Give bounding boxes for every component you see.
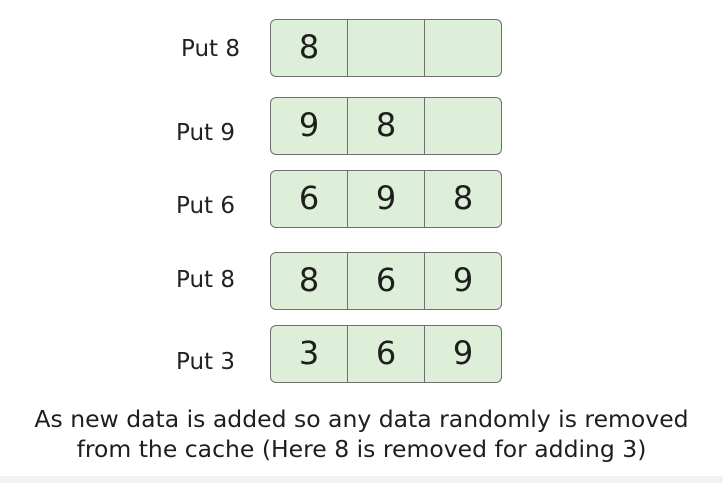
cache-slot: 9 — [347, 171, 424, 227]
caption-line: As new data is added so any data randoml… — [34, 405, 689, 433]
cache-slot: 3 — [298, 334, 320, 372]
row-label: Put 3 — [175, 349, 235, 375]
row-label: Put 6 — [175, 193, 235, 219]
cache-row: 3 6 9 — [270, 325, 502, 383]
cache-slot: 8 — [347, 98, 424, 154]
cache-slot: 9 — [424, 253, 501, 309]
cache-slot: 8 — [298, 261, 320, 299]
cache-slot: 6 — [347, 326, 424, 382]
cache-row: 6 9 8 — [270, 170, 502, 228]
row-label: Put 8 — [175, 267, 235, 293]
cache-row: 8 6 9 — [270, 252, 502, 310]
cache-slot — [347, 20, 424, 76]
cache-slot — [424, 98, 501, 154]
caption-line: from the cache (Here 8 is removed for ad… — [76, 435, 647, 463]
cache-slot: 9 — [424, 326, 501, 382]
bottom-divider — [0, 476, 723, 483]
cache-slot: 8 — [424, 171, 501, 227]
cache-slot: 6 — [298, 179, 320, 217]
caption: As new data is added so any data randoml… — [0, 404, 723, 464]
cache-row: 9 8 — [270, 97, 502, 155]
cache-slot — [424, 20, 501, 76]
row-label: Put 9 — [175, 120, 235, 146]
row-label: Put 8 — [180, 36, 240, 62]
cache-slot: 8 — [298, 28, 320, 66]
cache-slot: 9 — [298, 106, 320, 144]
cache-slot: 6 — [347, 253, 424, 309]
cache-row: 8 — [270, 19, 502, 77]
